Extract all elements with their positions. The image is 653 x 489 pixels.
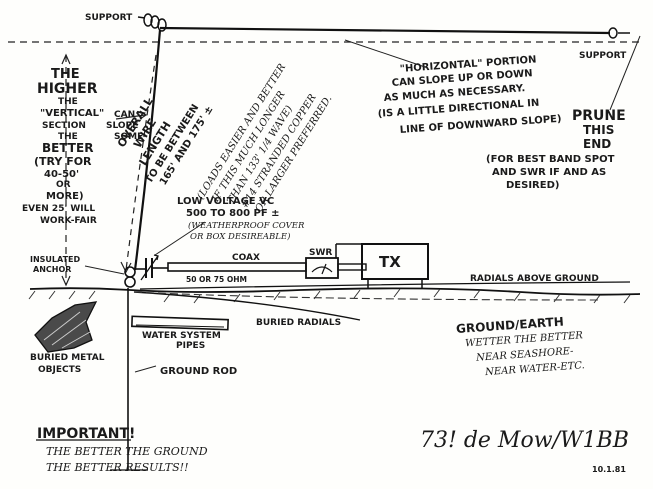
svg-text:THE: THE [51,67,80,82]
svg-text:THE BETTER RESULTS!!: THE BETTER RESULTS!! [46,461,189,474]
ground-earth-note: GROUND/EARTH WETTER THE BETTER NEAR SEAS… [456,315,586,379]
svg-text:OR: OR [56,180,71,190]
svg-text:THIS: THIS [583,123,614,137]
svg-text:HIGHER: HIGHER [37,81,98,97]
right-insulator [608,27,630,39]
important-note: IMPORTANT! THE BETTER THE GROUND THE BET… [37,426,208,474]
water-label: WATER SYSTEM [142,331,221,341]
svg-text:OR BOX DESIREABLE): OR BOX DESIREABLE) [190,231,290,242]
svg-text:WORK-FAIR: WORK-FAIR [40,216,97,226]
support-left-label: SUPPORT [85,13,133,23]
objects-label: OBJECTS [38,365,81,375]
tx-label: TX [379,253,401,271]
buried-metal-objects [34,301,98,353]
svg-text:BETTER: BETTER [42,141,93,155]
svg-text:EVEN 25' WILL: EVEN 25' WILL [22,204,95,214]
capacitor-note: LOW VOLTAGE VC 500 TO 800 PF ± (WEATHERP… [177,196,305,242]
dashed-left-arrow [61,53,71,65]
coax-label: COAX [232,253,260,263]
svg-text:DESIRED): DESIRED) [506,180,559,191]
svg-text:(FOR BEST BAND SPOT: (FOR BEST BAND SPOT [486,154,615,165]
ground-hatch [28,288,631,304]
support-right-label: SUPPORT [579,51,627,61]
can-slope-note: CAN SLOPE SOME [106,110,143,142]
anchor-label: ANCHOR [33,265,71,274]
overall-length-note: OVERALL WIRE LENGTH TO BE BETWEEN 165' A… [115,95,216,187]
horizontal-portion-note: "HORIZONTAL" PORTION CAN SLOPE UP OR DOW… [377,54,561,136]
date-label: 10.1.81 [592,465,626,474]
svg-text:(TRY FOR: (TRY FOR [34,155,92,168]
insulated-label: INSULATED [30,255,81,264]
svg-text:AND SWR IF AND AS: AND SWR IF AND AS [492,167,606,178]
prune-note: PRUNE THIS END [572,108,626,151]
svg-text:LINE OF DOWNWARD SLOPE): LINE OF DOWNWARD SLOPE) [399,114,561,136]
svg-text:CAN: CAN [114,110,135,120]
radial-above-ground [139,281,631,290]
svg-text:SLOPE: SLOPE [106,121,138,131]
buried-radials-label: BURIED RADIALS [256,318,341,328]
buried-radial [133,291,361,321]
radials-above-label: RADIALS ABOVE GROUND [470,274,599,284]
svg-text:THE: THE [58,132,78,142]
horizontal-wire [159,26,611,35]
signature: 73! de Mow/W1BB [420,428,629,453]
svg-text:"VERTICAL": "VERTICAL" [40,108,104,119]
coax-ohm-label: 50 OR 75 OHM [186,275,247,284]
pipes-label: PIPES [176,341,205,351]
ground-surface [29,287,641,296]
vertical-wire [133,29,162,271]
svg-text:40-50': 40-50' [44,169,79,180]
svg-text:END: END [583,137,611,151]
buried-metal-label: BURIED METAL [30,353,105,363]
left-insulator [137,13,167,32]
svg-text:NEAR WATER-ETC.: NEAR WATER-ETC. [484,360,585,378]
band-spot-note: (FOR BEST BAND SPOT AND SWR IF AND AS DE… [486,154,615,191]
svg-text:LOW VOLTAGE VC: LOW VOLTAGE VC [177,196,274,207]
coax-cable [167,262,307,272]
vertical-height-note: THE HIGHER THE "VERTICAL" SECTION THE BE… [22,67,104,226]
tx-box [361,243,429,280]
variable-capacitor [136,254,168,281]
svg-text:THE BETTER THE GROUND: THE BETTER THE GROUND [46,445,208,458]
swr-label: SWR [309,248,332,258]
svg-text:MORE): MORE) [46,191,84,202]
svg-text:IMPORTANT!: IMPORTANT! [37,426,135,442]
svg-text:SECTION: SECTION [42,121,86,131]
svg-text:500 TO 800 PF ±: 500 TO 800 PF ± [186,208,280,219]
dashed-vertical-guide [125,54,157,271]
water-pipes [131,315,229,331]
svg-text:(WEATHERPROOF COVER: (WEATHERPROOF COVER [188,220,305,231]
ground-rod-label: GROUND ROD [160,366,237,377]
svg-text:THE: THE [58,97,78,107]
svg-text:PRUNE: PRUNE [572,108,626,124]
svg-text:SOME: SOME [114,132,143,142]
swr-meter [305,257,339,279]
